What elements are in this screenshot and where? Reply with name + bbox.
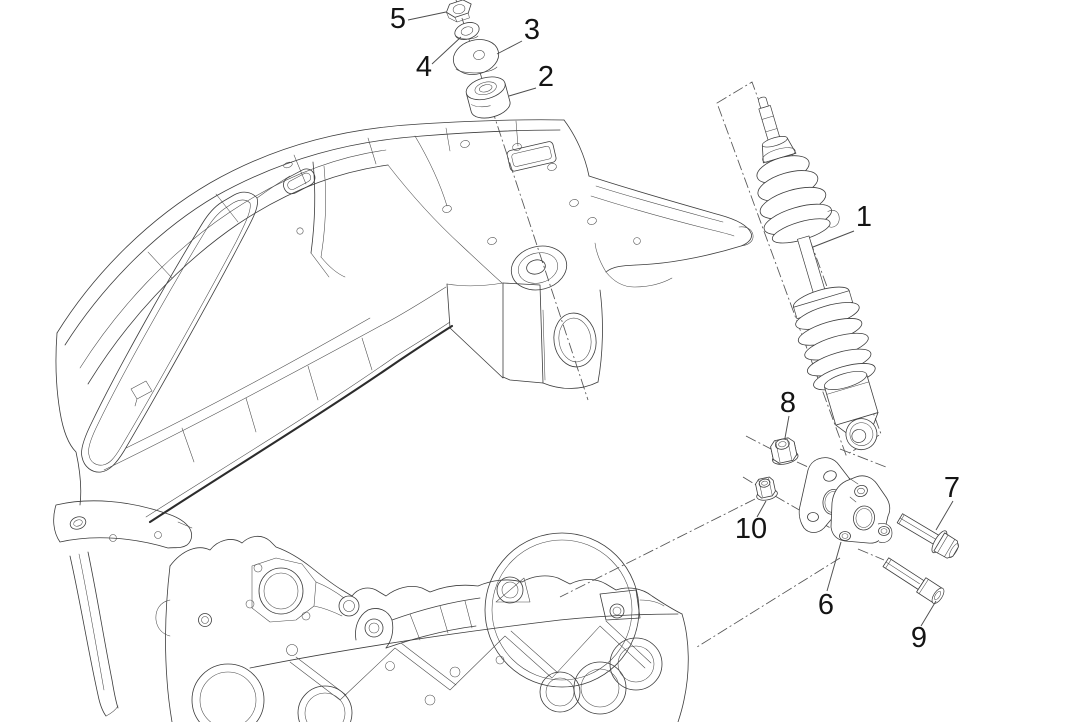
callout-label-3: 3 — [524, 14, 540, 46]
axis-a-seg2 — [796, 461, 831, 478]
leader-line-1 — [812, 230, 855, 248]
callout-label-7: 7 — [944, 472, 960, 504]
leader-line-9 — [920, 600, 937, 627]
leader-line-2 — [508, 87, 537, 97]
callout-label-10: 10 — [735, 513, 767, 545]
shock-spring — [793, 286, 876, 391]
bracket-front-plate — [830, 475, 893, 544]
leader-line-10 — [756, 500, 767, 518]
callout-label-1: 1 — [856, 201, 872, 233]
support-bracket-part6 — [798, 457, 893, 544]
leader-line-6 — [826, 541, 842, 592]
shock-stud-tip — [758, 96, 769, 109]
callout-label-9: 9 — [911, 622, 927, 654]
washer-part4 — [454, 22, 480, 40]
flange-nut-part8 — [770, 437, 799, 465]
shock-mount-boss — [510, 245, 568, 291]
fender-front-face — [446, 282, 603, 389]
callouts: 1 2 3 4 5 6 7 8 9 10 — [390, 3, 960, 654]
leader-line-3 — [496, 40, 523, 55]
projection-line-lower — [696, 557, 841, 648]
nut-part5 — [446, 0, 472, 23]
axis-b-seg2 — [774, 495, 809, 516]
axis-b-seg4 — [857, 548, 885, 561]
axis-b-seg1 — [742, 476, 757, 486]
centerline-upper-mount — [455, 0, 589, 401]
shock-damper-body — [823, 370, 879, 435]
callout-label-8: 8 — [780, 387, 796, 419]
rear-fender-drawing — [53, 119, 754, 717]
callout-label-2: 2 — [538, 61, 554, 93]
callout-label-4: 4 — [416, 51, 432, 83]
leader-line-7 — [935, 500, 954, 531]
flange-nut-part10 — [755, 476, 778, 501]
shock-boot — [756, 155, 840, 244]
deck-pad — [506, 141, 557, 172]
engine-crankcase-drawing — [155, 532, 689, 722]
callout-label-5: 5 — [390, 3, 406, 35]
socket-bolt-part9 — [882, 557, 945, 604]
shock-bounding-box — [716, 81, 882, 456]
washer-part3 — [452, 39, 500, 75]
cylinder-bore — [245, 557, 317, 623]
callout-label-6: 6 — [818, 589, 834, 621]
flange-bolt-part7 — [896, 513, 959, 559]
shock-eye — [845, 418, 878, 451]
upper-mount-hardware — [446, 0, 511, 119]
eye-axis — [839, 448, 887, 468]
fender-lip — [148, 324, 454, 524]
construction-lines — [455, 0, 887, 648]
shock-absorber — [756, 96, 879, 451]
leader-line-8 — [784, 415, 790, 439]
bushing-part2 — [465, 76, 511, 119]
fender-bracket-arm — [53, 500, 193, 549]
leader-line-5 — [407, 11, 447, 21]
window-notch — [130, 380, 153, 407]
projection-line-upper — [559, 498, 756, 598]
fender-slot — [283, 168, 316, 195]
axis-a-seg1 — [745, 435, 772, 450]
fender-mudflap — [69, 551, 119, 717]
leader-line-4 — [431, 36, 462, 65]
